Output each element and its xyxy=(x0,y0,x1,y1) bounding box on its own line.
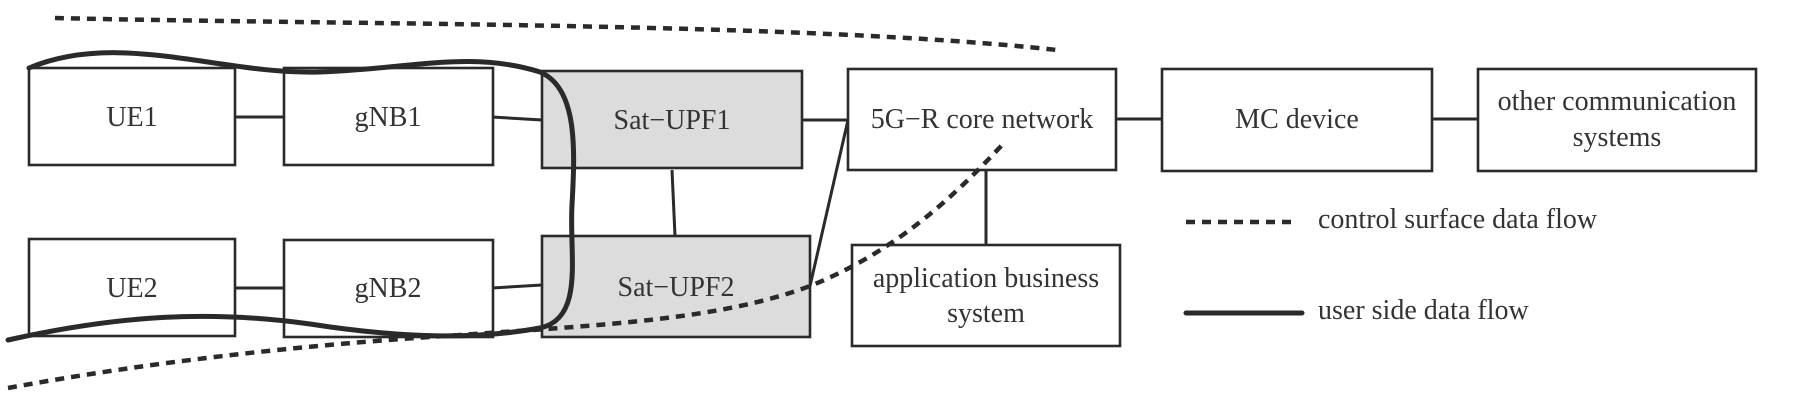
mc-device-label: MC device xyxy=(1235,104,1359,135)
ue2-label: UE2 xyxy=(106,273,157,304)
application-system-label-line1: application business xyxy=(873,263,1099,294)
ue1-label: UE1 xyxy=(106,102,157,133)
core-network-node: 5G−R core network xyxy=(846,67,1118,172)
sat-upf1-node: Sat−UPF1 xyxy=(540,69,804,170)
application-system-label-line2: system xyxy=(947,298,1025,329)
link-gnb2-satupf2 xyxy=(491,283,543,290)
legend-control-label: control surface data flow xyxy=(1318,204,1598,235)
other-systems-node: other communication systems xyxy=(1476,67,1758,173)
control-data-flow-bottom xyxy=(7,142,1005,391)
other-systems-label-line2: systems xyxy=(1573,122,1662,153)
legend-user-label: user side data flow xyxy=(1318,295,1529,326)
sat-upf1-label: Sat−UPF1 xyxy=(614,105,731,136)
gnb2-node: gNB2 xyxy=(282,238,495,339)
mc-device-node: MC device xyxy=(1160,67,1434,173)
control-data-flow-top xyxy=(54,15,1058,53)
other-systems-label-line1: other communication xyxy=(1498,86,1737,117)
sat-upf2-label: Sat−UPF2 xyxy=(618,272,735,303)
user-data-flow-path xyxy=(5,50,577,343)
link-satupf2-core xyxy=(808,119,850,287)
link-satupf1-satupf2 xyxy=(670,169,677,237)
core-network-label: 5G−R core network xyxy=(871,104,1094,135)
link-gnb1-satupf1 xyxy=(491,115,543,122)
connections xyxy=(234,115,1478,290)
sat-upf2-node: Sat−UPF2 xyxy=(540,234,812,339)
gnb1-label: gNB1 xyxy=(355,102,422,133)
legend: control surface data flow user side data… xyxy=(1183,204,1598,326)
application-system-node: application business system xyxy=(850,243,1122,348)
ue1-node: UE1 xyxy=(27,66,237,167)
gnb1-node: gNB1 xyxy=(282,66,495,167)
gnb2-label: gNB2 xyxy=(355,273,422,304)
